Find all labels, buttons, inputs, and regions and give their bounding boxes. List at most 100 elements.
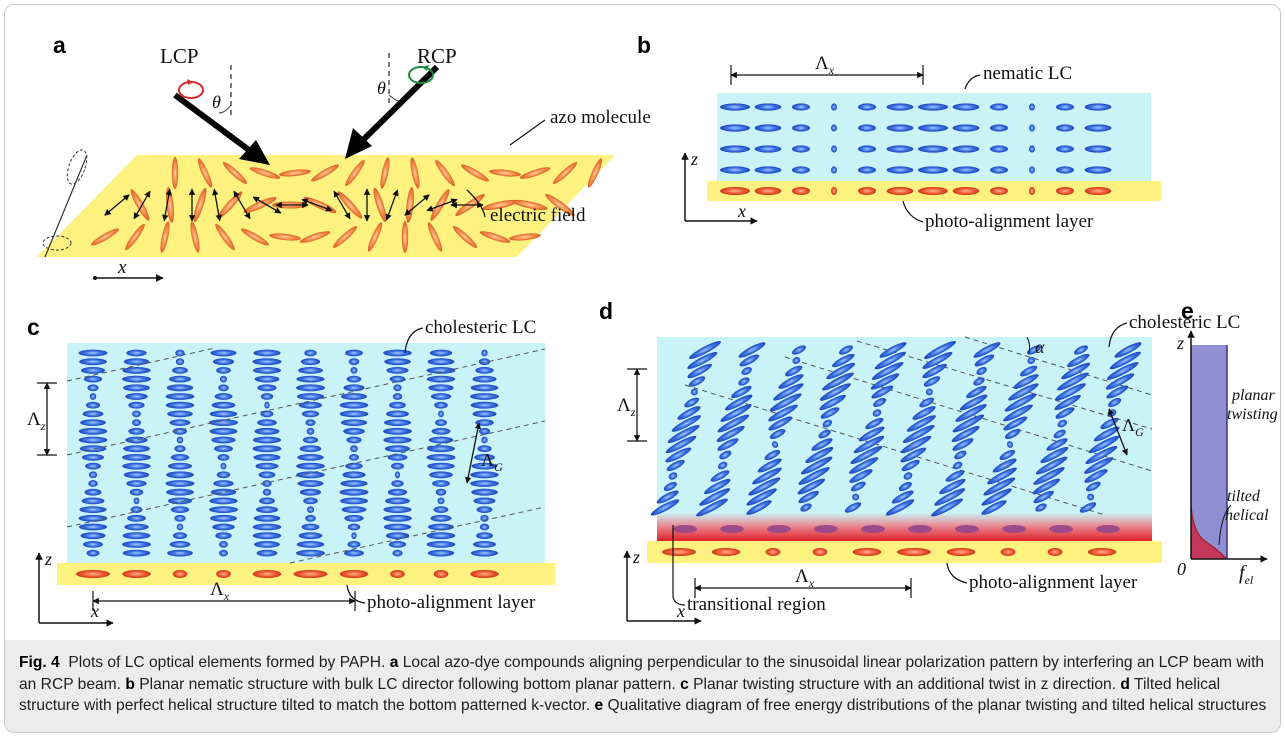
lc-molecule bbox=[342, 471, 366, 479]
transitional-molecule bbox=[908, 525, 932, 533]
field-arrow bbox=[404, 194, 430, 216]
d-lambda-z: Λz bbox=[617, 395, 636, 419]
lc-molecule bbox=[343, 427, 365, 435]
lc-molecule bbox=[348, 358, 360, 366]
electric-field-label: electric field bbox=[490, 205, 586, 226]
lc-molecule bbox=[1056, 145, 1074, 153]
lc-molecule bbox=[955, 404, 987, 422]
alignment-molecule bbox=[339, 570, 369, 578]
lc-molecule bbox=[296, 549, 325, 557]
rcp-rotation-icon bbox=[408, 66, 434, 84]
lc-molecule bbox=[298, 532, 323, 540]
lc-molecule bbox=[129, 488, 144, 496]
lc-molecule bbox=[1084, 145, 1112, 153]
azo-molecule bbox=[197, 158, 213, 188]
lcp-label: LCP bbox=[160, 44, 199, 68]
alignment-molecule bbox=[1084, 187, 1112, 195]
lc-molecule bbox=[858, 145, 876, 153]
lc-molecule bbox=[1020, 365, 1038, 377]
lc-molecule bbox=[347, 523, 361, 531]
azo-molecule bbox=[401, 221, 409, 253]
lc-molecule bbox=[255, 462, 279, 470]
lc-molecule bbox=[387, 488, 408, 496]
lc-molecule bbox=[952, 166, 980, 174]
lc-molecule bbox=[959, 394, 988, 411]
lc-molecule bbox=[1029, 145, 1035, 153]
lc-molecule bbox=[429, 349, 453, 357]
helix-plane bbox=[66, 348, 546, 456]
caption-b-text: Planar nematic structure with bulk LC di… bbox=[139, 675, 676, 693]
lc-molecule bbox=[1085, 481, 1101, 492]
lc-molecule bbox=[167, 410, 193, 418]
lc-molecule bbox=[831, 124, 837, 132]
lc-molecule bbox=[885, 499, 915, 516]
lc-molecule bbox=[393, 384, 402, 392]
lc-molecule bbox=[1114, 342, 1142, 358]
alignment-molecule bbox=[1000, 548, 1016, 556]
lc-molecule bbox=[252, 532, 282, 540]
lc-molecule bbox=[849, 469, 873, 483]
field-arrow bbox=[133, 190, 151, 220]
d-alignment-molecules bbox=[662, 548, 1117, 556]
lc-molecule bbox=[952, 438, 974, 451]
lc-molecule bbox=[386, 410, 409, 418]
lc-molecule bbox=[438, 410, 444, 418]
c-photo-label: photo-alignment layer bbox=[367, 592, 536, 613]
azo-molecule bbox=[91, 228, 119, 246]
lc-molecule bbox=[1056, 124, 1074, 132]
lc-molecule bbox=[132, 410, 141, 418]
transitional-molecule bbox=[1002, 525, 1026, 533]
lc-molecule bbox=[1087, 493, 1095, 501]
lc-molecule bbox=[850, 481, 866, 492]
lc-molecule bbox=[1084, 124, 1112, 132]
lc-molecule bbox=[720, 404, 752, 422]
lc-molecule bbox=[383, 427, 412, 435]
lc-molecule bbox=[84, 488, 102, 496]
lc-molecule bbox=[822, 372, 854, 391]
lc-molecule bbox=[218, 384, 229, 392]
lc-molecule bbox=[258, 471, 276, 479]
alignment-molecule bbox=[1029, 187, 1035, 195]
lc-molecule bbox=[1074, 345, 1088, 355]
lc-molecule bbox=[1032, 478, 1061, 495]
e-twisting-label: twisting bbox=[1227, 406, 1278, 423]
lc-molecule bbox=[88, 480, 98, 487]
lc-molecule bbox=[720, 103, 750, 111]
polarization-ellipse-bottom bbox=[42, 235, 72, 251]
lc-molecule bbox=[345, 349, 363, 357]
lc-molecule bbox=[479, 523, 490, 531]
lc-molecule bbox=[350, 367, 358, 374]
lc-molecule bbox=[394, 471, 401, 479]
lc-molecule bbox=[677, 406, 701, 420]
alignment-molecule bbox=[76, 570, 110, 578]
azo-molecule bbox=[373, 187, 387, 223]
lc-molecule bbox=[210, 514, 237, 522]
lc-molecule bbox=[1056, 103, 1074, 111]
lc-molecule bbox=[752, 467, 782, 485]
lc-molecule bbox=[126, 480, 147, 487]
lc-molecule bbox=[426, 454, 456, 461]
c-lambda-g-arrow bbox=[464, 422, 482, 484]
lc-molecule bbox=[470, 401, 499, 409]
caption-intro: Plots of LC optical elements formed by P… bbox=[68, 654, 386, 671]
lc-molecule bbox=[169, 541, 191, 548]
lc-molecule bbox=[252, 367, 282, 374]
lc-molecule bbox=[1106, 362, 1139, 380]
a-x-axis-origin bbox=[93, 276, 97, 280]
lc-molecule bbox=[80, 419, 106, 426]
lc-molecule bbox=[819, 394, 846, 411]
lc-molecule bbox=[383, 506, 412, 513]
alignment-molecule bbox=[946, 548, 976, 556]
field-arrow bbox=[162, 188, 172, 222]
figure-caption: Fig. 4 Plots of LC optical elements form… bbox=[19, 652, 1269, 717]
lc-molecule bbox=[1106, 385, 1129, 399]
alignment-molecule bbox=[858, 187, 876, 195]
lc-molecule bbox=[132, 419, 141, 426]
lc-molecule bbox=[665, 435, 697, 454]
polarization-axis bbox=[44, 154, 88, 258]
azo-molecule bbox=[171, 157, 179, 189]
lc-molecule bbox=[124, 523, 149, 531]
lc-molecule bbox=[720, 124, 750, 132]
lc-molecule bbox=[389, 401, 406, 409]
lc-molecule bbox=[472, 375, 497, 383]
